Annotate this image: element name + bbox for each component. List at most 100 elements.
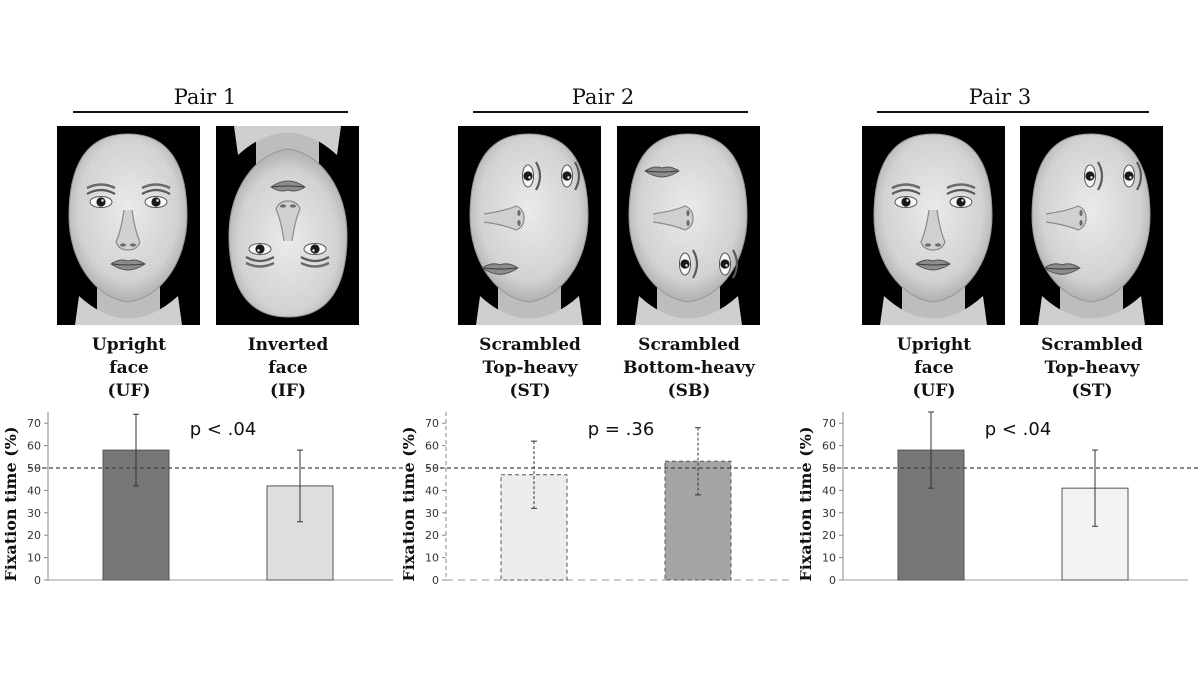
brow-feature: [141, 183, 171, 190]
y-tick-label: 40: [425, 484, 439, 497]
brow-feature: [946, 183, 976, 190]
condition-label-line: (IF): [269, 381, 307, 401]
pair-title: Pair 1: [173, 85, 237, 109]
error-bar: [531, 440, 537, 509]
eye-feature: [1084, 161, 1104, 191]
y-tick-label: 50: [425, 462, 439, 475]
condition-label-line: (ST): [1071, 381, 1113, 401]
face-image: [57, 126, 200, 325]
p-value-annotation: p < .04: [190, 419, 257, 440]
error-bar: [695, 427, 701, 496]
y-axis-label: Fixation time (%): [5, 426, 20, 581]
condition-label-line: Top-heavy: [1044, 358, 1140, 378]
condition-label-line: (UF): [107, 381, 151, 401]
error-bar: [297, 449, 303, 523]
error-bar: [1092, 449, 1098, 527]
error-bar: [928, 411, 934, 489]
nose-feature: [115, 209, 141, 251]
nose-feature: [275, 200, 301, 242]
face-image: [216, 126, 359, 325]
bar-ST: [500, 474, 568, 581]
y-tick-label: 20: [27, 529, 41, 542]
y-tick-label: 10: [425, 552, 439, 565]
condition-label-line: (UF): [912, 381, 956, 401]
y-tick-label: 30: [27, 507, 41, 520]
y-tick-label: 50: [27, 462, 41, 475]
brow-feature: [86, 183, 116, 190]
condition-label-line: Upright: [896, 335, 972, 355]
pair-divider: [877, 111, 1149, 113]
pair-title: Pair 2: [571, 85, 635, 109]
nose-feature: [1045, 205, 1087, 231]
condition-label-line: (ST): [509, 381, 551, 401]
face-image: [617, 126, 760, 325]
y-tick-label: 50: [822, 462, 836, 475]
eye-feature: [1123, 161, 1143, 191]
y-tick-label: 30: [425, 507, 439, 520]
mouth-feature: [270, 180, 306, 192]
condition-label-line: face: [914, 358, 954, 378]
y-axis-label: Fixation time (%): [800, 426, 815, 581]
y-tick-label: 40: [27, 484, 41, 497]
y-tick-label: 0: [34, 574, 41, 587]
mouth-feature: [915, 259, 951, 271]
y-tick-label: 0: [432, 574, 439, 587]
eye-feature: [522, 161, 542, 191]
face-image: [862, 126, 1005, 325]
condition-label-line: (SB): [667, 381, 711, 401]
y-tick-label: 60: [822, 440, 836, 453]
condition-label-line: Top-heavy: [482, 358, 578, 378]
brow-feature: [300, 261, 330, 268]
brow-feature: [245, 261, 275, 268]
y-tick-label: 40: [822, 484, 836, 497]
mouth-feature: [481, 263, 519, 275]
eye-feature: [679, 249, 699, 279]
condition-label-line: Scrambled: [479, 335, 581, 355]
mouth-feature: [1043, 263, 1081, 275]
bar-chart: Fixation time (%) 0 10 20 30 40 50 60 70 p < .04: [5, 405, 405, 595]
face-image: [1020, 126, 1163, 325]
eye-feature: [300, 243, 330, 263]
condition-label-line: Scrambled: [638, 335, 740, 355]
eye-feature: [946, 188, 976, 208]
eye-feature: [719, 249, 739, 279]
p-value-annotation: p < .04: [985, 419, 1052, 440]
y-tick-label: 70: [425, 417, 439, 430]
condition-label-line: face: [268, 358, 308, 378]
y-tick-label: 60: [27, 440, 41, 453]
eye-feature: [245, 243, 275, 263]
nose-feature: [652, 205, 694, 231]
error-bar: [133, 413, 139, 487]
condition-label-line: face: [109, 358, 149, 378]
condition-label-line: Scrambled: [1041, 335, 1143, 355]
bar-SB: [664, 460, 732, 581]
pair-title: Pair 3: [968, 85, 1032, 109]
pair-divider: [73, 111, 348, 113]
mouth-feature: [644, 166, 680, 178]
face-image: [458, 126, 601, 325]
y-tick-label: 10: [27, 552, 41, 565]
pair-divider: [473, 111, 748, 113]
brow-feature: [891, 183, 921, 190]
y-tick-label: 20: [425, 529, 439, 542]
y-tick-label: 20: [822, 529, 836, 542]
p-value-annotation: p = .36: [588, 419, 655, 440]
condition-label: Upright face (UF): [854, 334, 1014, 403]
y-tick-label: 70: [27, 417, 41, 430]
chart-svg: Fixation time (%) 0 10 20 30 40 50 60 70 p < .04: [5, 412, 405, 587]
condition-label-line: Bottom-heavy: [623, 358, 755, 378]
y-tick-label: 0: [829, 574, 836, 587]
eye-feature: [561, 161, 581, 191]
nose-feature: [483, 205, 525, 231]
